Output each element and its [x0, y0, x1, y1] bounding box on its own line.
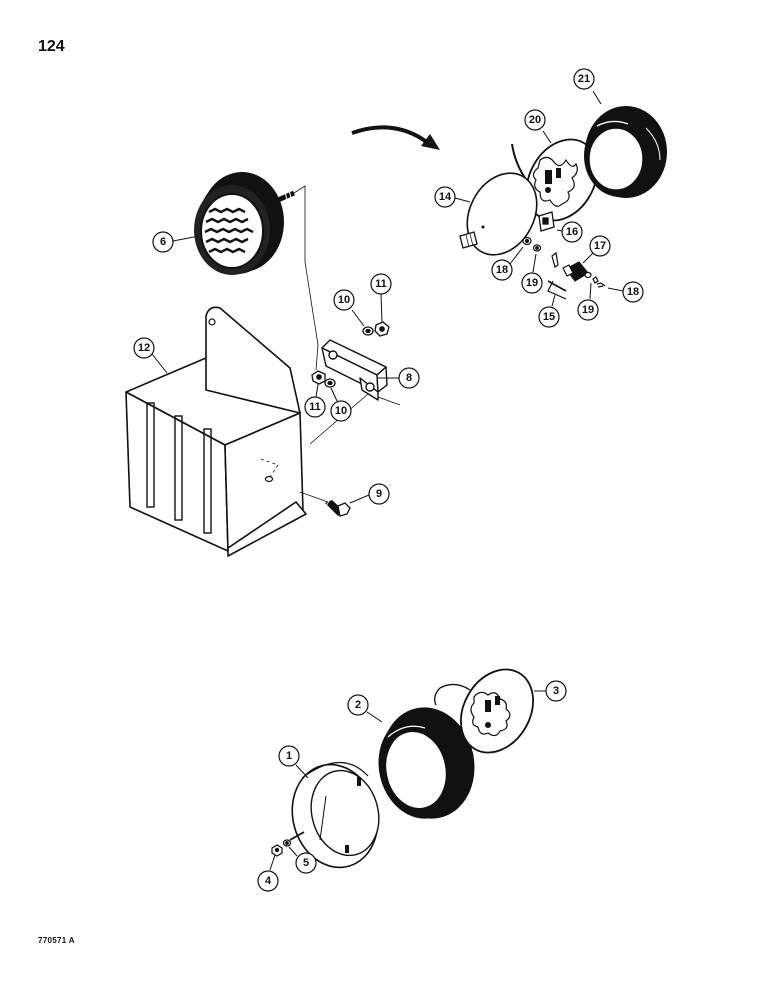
lamp-back-housing	[459, 172, 538, 256]
callout-5-label: 5	[303, 857, 309, 869]
rubber-ring-2	[378, 707, 475, 819]
callout-15	[538, 306, 560, 328]
callout-6-label: 6	[160, 236, 166, 248]
mounting-bracket	[321, 339, 388, 401]
callout-8	[398, 367, 420, 389]
terminal-parts	[522, 236, 606, 300]
callout-14-label: 14	[439, 191, 452, 203]
callout-6	[152, 231, 174, 253]
callout-16-label: 16	[566, 226, 578, 238]
guard-slots	[146, 402, 212, 534]
callout-20-label: 20	[529, 114, 541, 126]
callout-10-upper-label: 10	[338, 294, 350, 306]
callout-3	[545, 680, 567, 702]
callout-17-label: 17	[594, 240, 606, 252]
mounting-bolt	[299, 491, 351, 517]
page-number: 124	[38, 38, 65, 55]
callout-14	[434, 186, 456, 208]
assembly-arrow	[351, 125, 440, 150]
hardware-4-5	[271, 831, 305, 857]
callout-2-label: 2	[355, 699, 361, 711]
callout-10-lower-label: 10	[335, 405, 347, 417]
nut-and-washer-upper	[362, 321, 390, 337]
callout-11-lower	[304, 396, 326, 418]
callout-16	[561, 221, 583, 243]
rubber-mounting-ring	[584, 106, 667, 198]
lamp-assembly-line	[293, 185, 319, 371]
callout-18-upper	[491, 259, 513, 281]
callout-15-label: 15	[543, 311, 555, 323]
callout-17	[589, 235, 611, 257]
callout-11-upper-label: 11	[375, 278, 387, 290]
callout-21-label: 21	[578, 73, 590, 85]
callout-19-lower-label: 19	[582, 304, 594, 316]
callout-9	[368, 483, 390, 505]
callout-18-upper-label: 18	[496, 264, 508, 276]
callout-18-right	[622, 281, 644, 303]
callout-2	[347, 694, 369, 716]
callout-11-upper	[370, 273, 392, 295]
callout-19-upper	[521, 272, 543, 294]
callout-20	[524, 109, 546, 131]
callout-5	[295, 852, 317, 874]
callout-21	[573, 68, 595, 90]
callout-19-upper-label: 19	[526, 277, 538, 289]
work-lamp	[194, 172, 296, 275]
figure-id: 770571 A	[38, 936, 75, 945]
callout-9-label: 9	[376, 488, 382, 500]
lamp-guard	[125, 306, 307, 557]
callout-12	[133, 337, 155, 359]
switch-16	[538, 211, 555, 232]
mounting-ring-1	[291, 761, 380, 869]
sealed-beam-unit	[511, 138, 598, 222]
callout-4-label: 4	[265, 875, 272, 887]
callout-8-label: 8	[406, 372, 412, 384]
sealed-beam-3	[434, 668, 534, 754]
callout-10-lower	[330, 400, 352, 422]
callout-11-lower-label: 11	[309, 401, 321, 413]
callout-19-lower	[577, 299, 599, 321]
nut-and-washer-lower	[311, 370, 336, 388]
callouts: 21 20 14 16 17 18 19 18 19 15	[133, 68, 644, 892]
callout-10-upper	[333, 289, 355, 311]
callout-1-label: 1	[286, 750, 292, 762]
callout-12-label: 12	[138, 342, 150, 354]
callout-1	[278, 745, 300, 767]
callout-3-label: 3	[553, 685, 559, 697]
callout-18-right-label: 18	[627, 286, 639, 298]
callout-4	[257, 870, 279, 892]
